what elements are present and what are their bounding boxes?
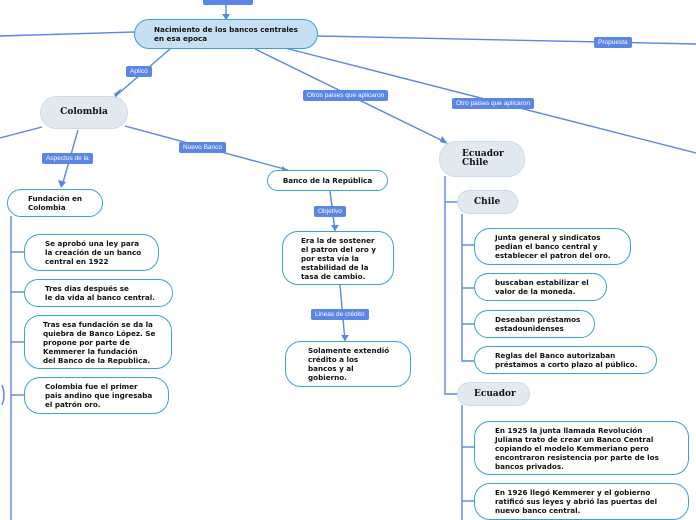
banco-republica-label: Banco de la República: [282, 176, 373, 185]
root-node[interactable]: Nacimiento de los bancos centrales en es…: [134, 19, 318, 49]
chile-label: Chile: [474, 196, 501, 207]
connector-propuesta: Propuesta: [594, 37, 632, 48]
chile-item-1-text: Junta general y sindicatos pedian el ban…: [495, 233, 611, 260]
objetivo-node[interactable]: Era la de sostener el patron del oro y p…: [282, 231, 394, 285]
chile-item-2-text: buscaban estabilizar el valor de la mone…: [495, 278, 589, 296]
ecuador-label: Ecuador: [474, 388, 516, 399]
credito-text: Solamente extendió crédito a los bancos …: [308, 346, 390, 382]
connector-otros-paises-2: Otro paises que aplicaron: [452, 98, 535, 109]
colombia-item-2-text: Tres dias después se le da vida al banco…: [45, 284, 155, 302]
connector-aplico: Aplicó: [126, 66, 152, 77]
credito-node[interactable]: Solamente extendió crédito a los bancos …: [285, 341, 411, 387]
colombia-item-2[interactable]: Tres dias después se le da vida al banco…: [24, 279, 173, 307]
root-label: Nacimiento de los bancos centrales en es…: [154, 25, 298, 43]
chile-item-4[interactable]: Reglas del Banco autorizaban préstamos a…: [474, 346, 657, 374]
ecuador-chile-node[interactable]: Ecuador Chile: [440, 142, 524, 176]
colombia-item-4[interactable]: Colombia fue el primer pais andino que i…: [24, 377, 169, 414]
ecuador-item-1-text: En 1925 la junta llamada Revolución Juli…: [495, 425, 659, 471]
chile-node[interactable]: Chile: [458, 191, 517, 213]
fundacion-colombia-node[interactable]: Fundación en Colombia: [7, 189, 103, 217]
banco-republica-node[interactable]: Banco de la República: [267, 170, 388, 191]
connector-objetivo: Objetivo: [314, 206, 346, 217]
ecuador-item-2[interactable]: En 1926 llegó Kemmerer y el gobierno rat…: [474, 483, 689, 520]
connector-aspectos: Aspectos de la: [42, 153, 93, 164]
chile-item-3-text: Deseaban préstamos estadounidenses: [495, 315, 581, 333]
chile-item-3[interactable]: Deseaban préstamos estadounidenses: [474, 310, 595, 338]
connector-label-top: [203, 0, 253, 5]
ecuador-chile-label: Ecuador Chile: [462, 149, 504, 168]
chile-item-4-text: Reglas del Banco autorizaban préstamos a…: [495, 351, 638, 369]
connector-nuevo-banco: Nuevo Banco: [179, 142, 227, 153]
chile-item-1[interactable]: Junta general y sindicatos pedian el ban…: [474, 228, 631, 265]
ecuador-item-1[interactable]: En 1925 la junta llamada Revolución Juli…: [474, 421, 689, 475]
ecuador-item-2-text: En 1926 llegó Kemmerer y el gobierno rat…: [495, 488, 658, 515]
colombia-item-3-text: Tras esa fundación se da la quiebra de B…: [43, 319, 156, 365]
objetivo-text: Era la de sostener el patron del oro y p…: [301, 235, 376, 281]
colombia-item-4-text: Colombia fue el primer pais andino que i…: [45, 382, 153, 409]
colombia-item-3[interactable]: Tras esa fundación se da la quiebra de B…: [24, 315, 172, 369]
colombia-label: Colombia: [60, 107, 108, 117]
connector-otros-paises-1: Otros paises que aplicaron: [303, 90, 389, 101]
ecuador-node[interactable]: Ecuador: [458, 383, 529, 405]
colombia-node[interactable]: Colombia: [41, 97, 127, 128]
colombia-item-1[interactable]: Se aprobó una ley para la creación de un…: [24, 234, 159, 271]
chile-item-2[interactable]: buscaban estabilizar el valor de la mone…: [474, 273, 607, 301]
connector-lineas-credito: Lineas de crédito: [311, 309, 369, 320]
colombia-item-1-text: Se aprobó una ley para la creación de un…: [45, 239, 142, 266]
fundacion-colombia-label: Fundación en Colombia: [28, 194, 83, 212]
